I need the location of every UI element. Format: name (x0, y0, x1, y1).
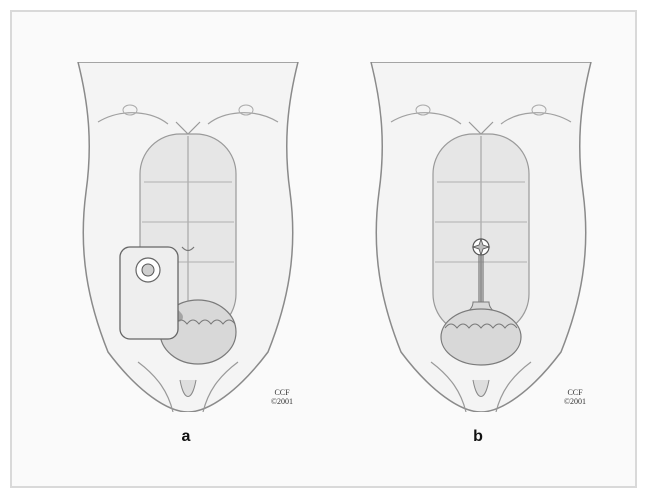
torso-illustration-a (68, 62, 308, 412)
panel-label-a: a (176, 428, 196, 446)
torso-illustration-b (361, 62, 601, 412)
credit-org: CCF (264, 388, 300, 397)
reservoir (441, 309, 521, 365)
copyright-credit-a: CCF ©2001 (264, 388, 300, 406)
credit-year: ©2001 (264, 397, 300, 406)
panel-label-b: b (468, 428, 488, 446)
umbilical-stoma (473, 239, 489, 255)
illustration-panel-a (68, 62, 308, 412)
stoma (142, 264, 154, 276)
credit-year: ©2001 (557, 397, 593, 406)
illustration-panel-b (361, 62, 601, 412)
credit-org: CCF (557, 388, 593, 397)
copyright-credit-b: CCF ©2001 (557, 388, 593, 406)
